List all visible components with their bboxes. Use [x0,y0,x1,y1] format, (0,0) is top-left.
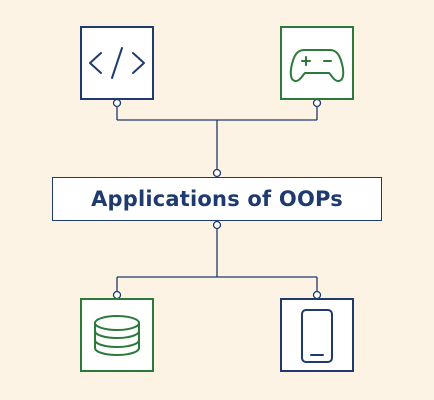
connector-dot [312,98,322,108]
diagram-title: Applications of OOPs [91,187,343,211]
mobile-node [280,298,354,372]
code-node [80,26,154,100]
connector-dot [112,98,122,108]
title-box: Applications of OOPs [52,177,382,221]
gamepad-icon [289,49,345,83]
mobile-phone-icon [301,309,333,363]
connector-dot [212,168,222,178]
code-icon [89,47,145,79]
database-node [80,298,154,372]
connector-dot [212,220,222,230]
database-icon [94,315,140,357]
gaming-node [280,26,354,100]
